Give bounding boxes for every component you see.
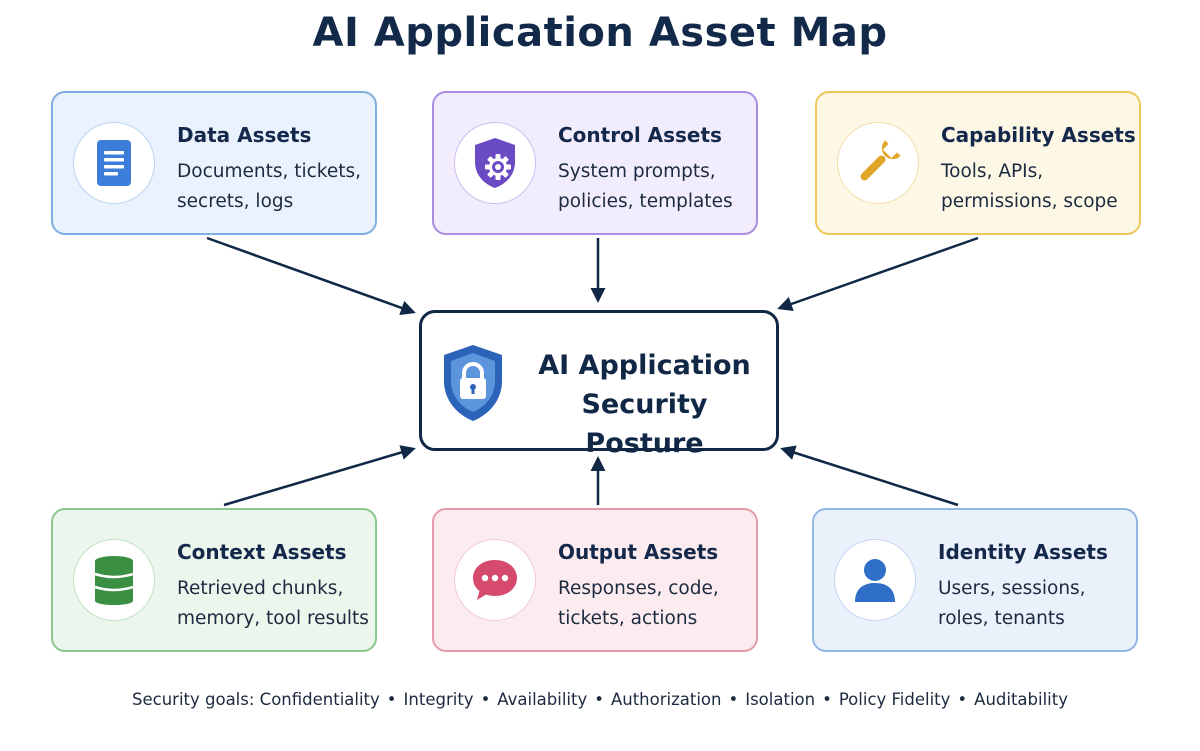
card-title: Control Assets [558,123,722,147]
card-description: System prompts, policies, templates [558,157,754,217]
card-description: Responses, code, tickets, actions [558,574,754,634]
goal-item: Auditability [974,690,1068,709]
card-title: Identity Assets [938,540,1108,564]
card-data-assets: Data Assets Documents, tickets, secrets,… [51,91,377,235]
bullet-separator: • [480,690,491,709]
bullet-separator: • [728,690,739,709]
card-description-line: Retrieved chunks, [177,578,344,599]
card-context-assets: Context Assets Retrieved chunks, memory,… [51,508,377,652]
arrow-identity-to-center [780,445,959,507]
user-icon [834,539,916,621]
card-description-line: memory, tool results [177,608,369,629]
security-goals-footer: Security goals: Confidentiality • Integrit… [0,690,1200,709]
diagram-title: AI Application Asset Map [312,10,888,56]
card-description-line: secrets, logs [177,191,294,212]
card-capability-assets: Capability Assets Tools, APIs, permissio… [815,91,1141,235]
shield-gear-icon [454,122,536,204]
goal-item: Isolation [745,690,816,709]
security-posture-node: AI Application Security Posture [419,310,779,459]
card-description: Retrieved chunks, memory, tool results [177,574,373,634]
card-description: Users, sessions, roles, tenants [938,574,1134,634]
bullet-separator: • [957,690,968,709]
bullet-separator: • [822,690,832,709]
card-description-line: roles, tenants [938,608,1065,629]
shield-lock-icon [444,345,502,421]
card-title: Context Assets [177,540,347,564]
center-label-line: Security Posture [581,389,708,459]
goal-item: Authorization [610,690,722,709]
card-title: Data Assets [177,123,312,147]
card-description-line: policies, templates [558,191,733,212]
arrow-capability-to-center [777,236,979,312]
card-output-assets: Output Assets Responses, code, tickets, … [432,508,758,652]
chat-bubble-icon [454,539,536,621]
card-description: Documents, tickets, secrets, logs [177,157,373,217]
card-description-line: System prompts, [558,161,716,182]
database-icon [73,539,155,621]
card-control-assets: Control Assets System prompts, policies,… [432,91,758,235]
arrow-data-to-center [206,236,416,316]
goal-item: Integrity [403,690,474,709]
bullet-separator: • [594,690,604,709]
center-label-line: AI Application [538,350,751,381]
wrench-icon [837,122,919,204]
document-icon [73,122,155,204]
footer-label: Security goals: [132,690,255,709]
card-description-line: Documents, tickets, [177,161,362,182]
card-description: Tools, APIs, permissions, scope [941,157,1137,217]
goal-item: Availability [497,690,588,709]
card-description-line: Responses, code, [558,578,719,599]
card-title: Output Assets [558,540,719,564]
card-identity-assets: Identity Assets Users, sessions, roles, … [812,508,1138,652]
goal-item: Confidentiality [259,690,380,709]
goal-item: Policy Fidelity [838,690,951,709]
card-description-line: Users, sessions, [938,578,1086,599]
card-description-line: Tools, APIs, [941,161,1044,182]
center-label: AI Application Security Posture [522,346,767,463]
card-description-line: tickets, actions [558,608,698,629]
card-title: Capability Assets [941,123,1136,147]
arrow-context-to-center [223,445,416,507]
card-description-line: permissions, scope [941,191,1118,212]
bullet-separator: • [386,690,397,709]
